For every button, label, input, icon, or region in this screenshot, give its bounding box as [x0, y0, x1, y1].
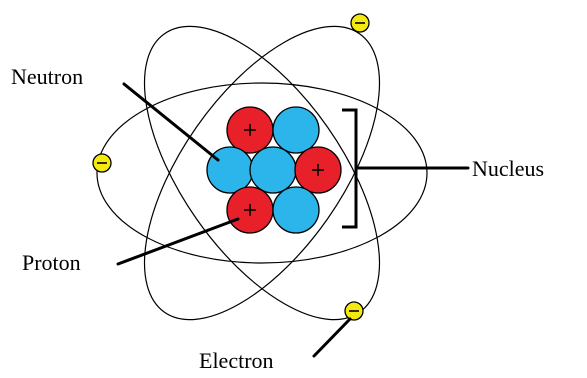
electron	[92, 153, 112, 173]
neutron-particle	[249, 146, 297, 194]
neutron	[272, 106, 320, 154]
neutron-particle	[206, 146, 254, 194]
orbit-horizontal	[96, 82, 428, 264]
nucleus-label: Nucleus	[472, 156, 544, 181]
electron-leader-line	[312, 317, 352, 358]
electrons	[92, 13, 370, 321]
neutron-particle	[272, 106, 320, 154]
proton-leader-line	[116, 217, 240, 266]
nucleus-bracket	[342, 108, 358, 229]
neutron	[249, 146, 297, 194]
proton-label: Proton	[22, 250, 81, 275]
proton	[226, 186, 274, 234]
electron	[350, 13, 370, 33]
proton	[294, 146, 342, 194]
orbit-tilted-right	[143, 25, 381, 321]
neutron-label: Neutron	[11, 64, 83, 89]
proton	[226, 106, 274, 154]
nucleus	[206, 106, 342, 234]
neutron	[272, 186, 320, 234]
electron	[344, 301, 364, 321]
neutron-leader-line	[122, 82, 220, 162]
leader-lines	[116, 82, 470, 358]
neutron-particle	[272, 186, 320, 234]
labels: Neutron Nucleus Proton Electron	[11, 64, 544, 373]
neutron	[206, 146, 254, 194]
electron-label: Electron	[199, 348, 274, 373]
